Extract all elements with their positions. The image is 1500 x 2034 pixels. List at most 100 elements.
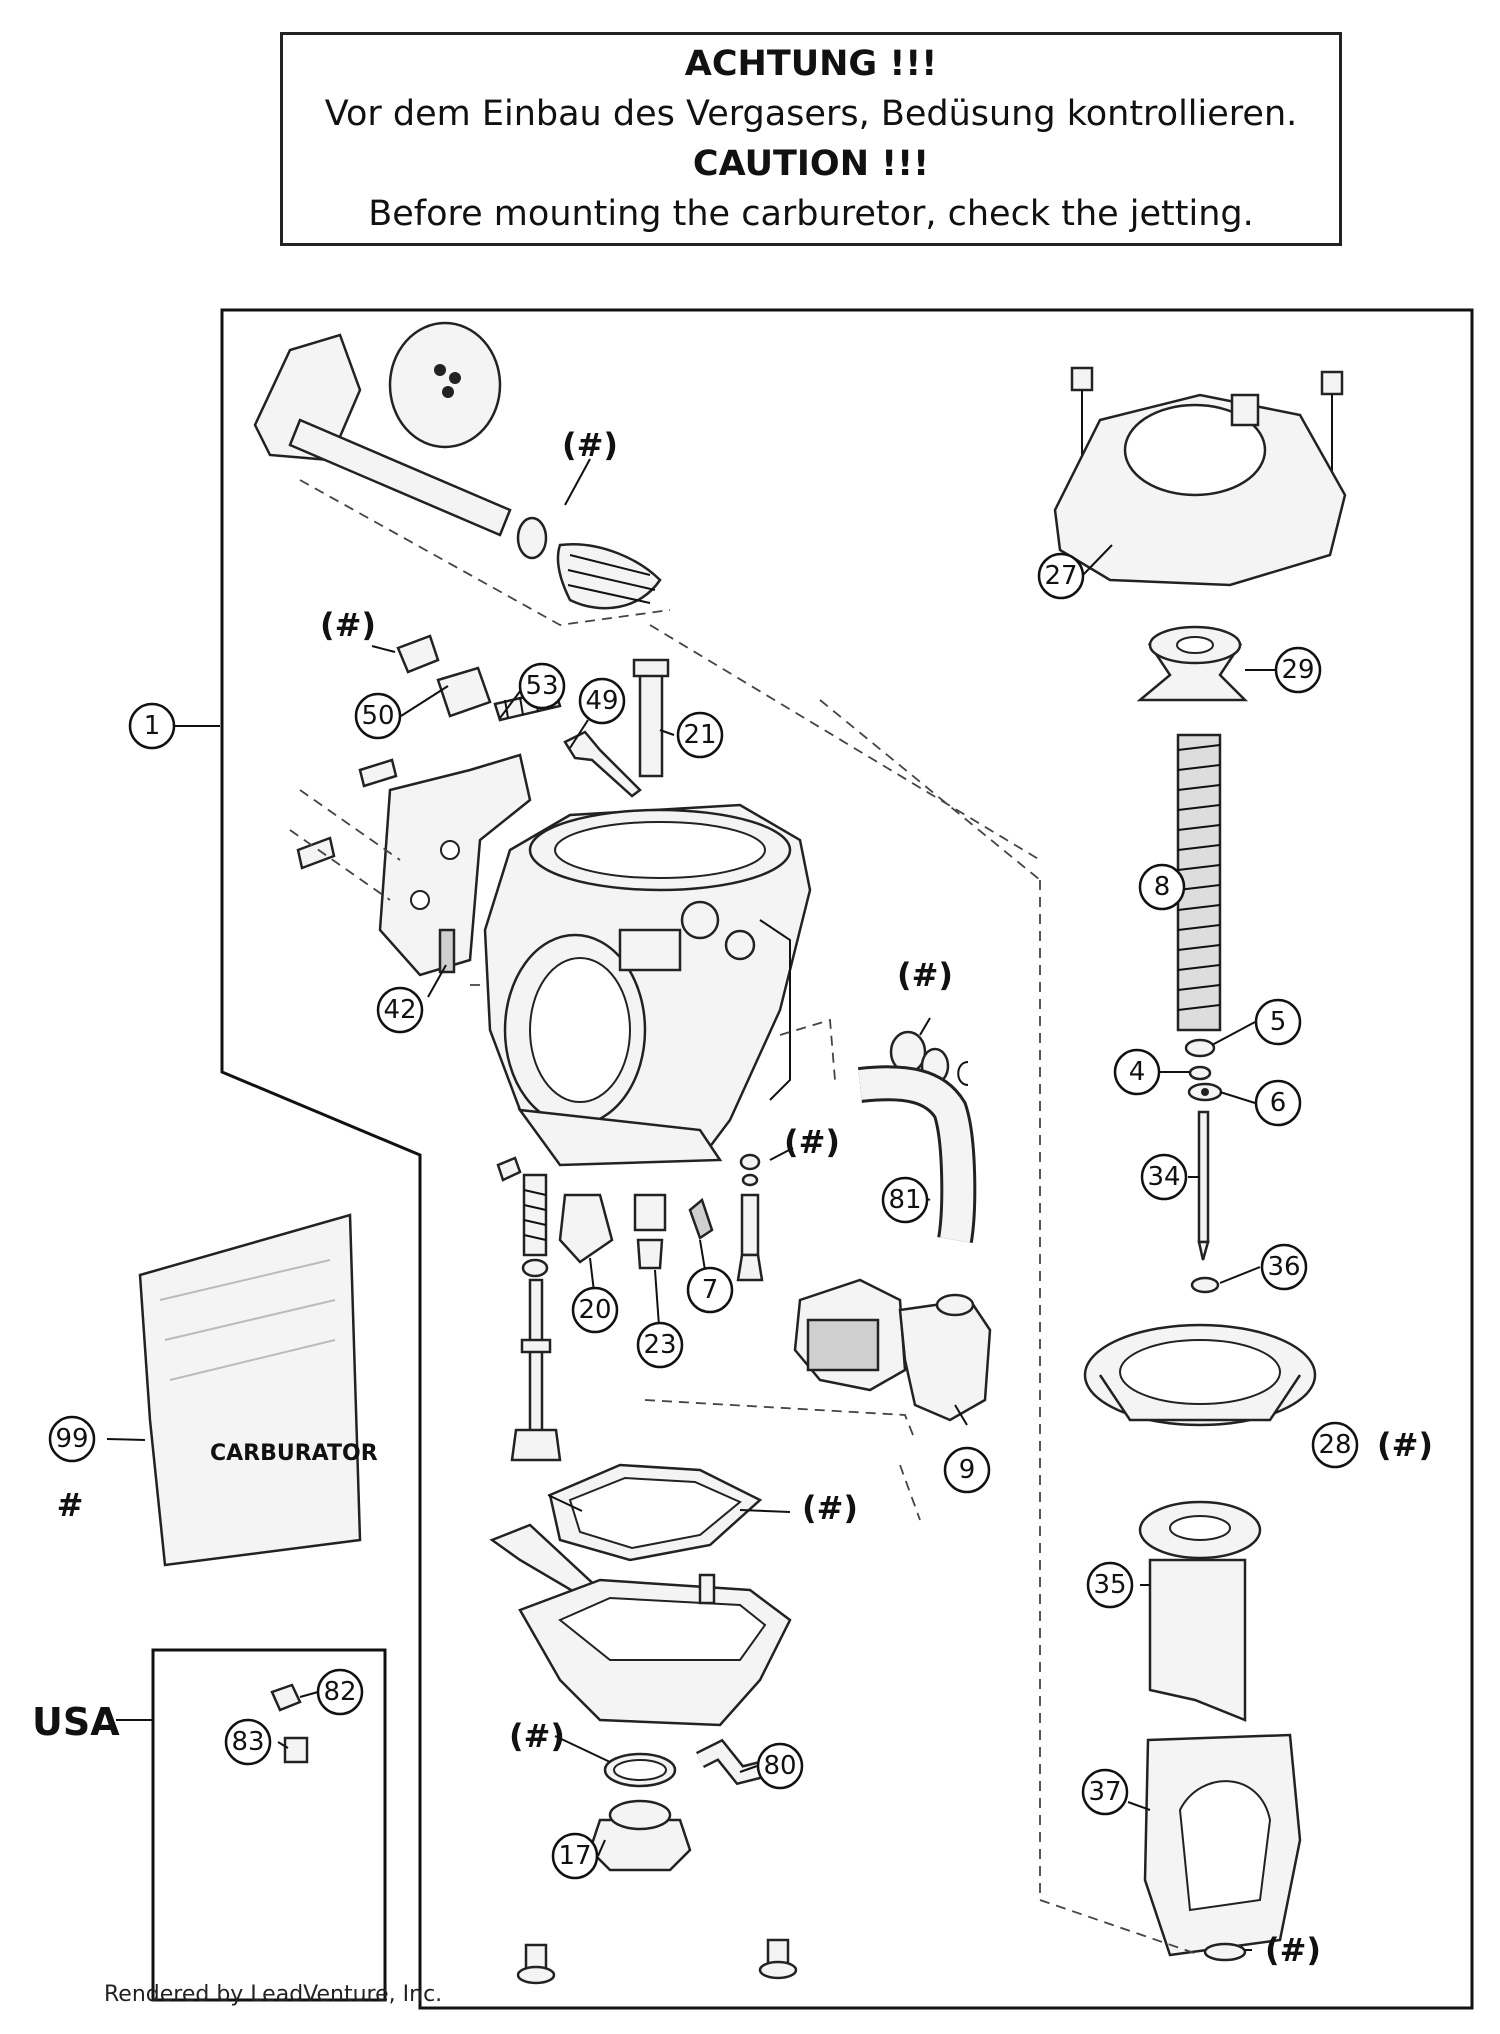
callout-circle [636, 1321, 684, 1369]
callout-circle [376, 986, 424, 1034]
callout-5: 5 [1254, 998, 1302, 1046]
callout-circle [1140, 1153, 1188, 1201]
callout-circle [48, 1415, 96, 1463]
callout-circle [316, 1668, 364, 1716]
callout-21: 21 [676, 711, 724, 759]
callout-50: 50 [354, 692, 402, 740]
callout-number: 17 [558, 1841, 591, 1871]
caution-en-text: Before mounting the carburetor, check th… [368, 194, 1254, 234]
bag-print-text: CARBURATOR [210, 1441, 378, 1466]
leader-lines [106, 458, 1275, 1951]
callout-number: 7 [702, 1275, 719, 1305]
callout-circle [676, 711, 724, 759]
throttle-shaft-assembly [253, 321, 662, 610]
callout-number: 83 [231, 1727, 264, 1757]
callout-35: 35 [1086, 1561, 1134, 1609]
hash-label: (#) [897, 956, 953, 994]
callout-circle [1113, 1048, 1161, 1096]
callout-37: 37 [1081, 1768, 1129, 1816]
gasket-bag-99: CARBURATOR [138, 1213, 378, 1567]
callout-number: 42 [383, 995, 416, 1025]
callout-circle [1081, 1768, 1129, 1816]
callout-number: 5 [1270, 1007, 1287, 1037]
callout-17: 17 [551, 1832, 599, 1880]
usa-label: USA [32, 1700, 120, 1744]
hash-label: (#) [802, 1489, 858, 1527]
callout-36: 36 [1260, 1243, 1308, 1291]
callout-circle [1254, 1079, 1302, 1127]
callout-1: 1 [128, 702, 176, 750]
callout-7: 7 [686, 1266, 734, 1314]
callout-number: 36 [1267, 1252, 1300, 1282]
callout-circle [518, 662, 566, 710]
callout-53: 53 [518, 662, 566, 710]
callout-circle [1274, 646, 1322, 694]
callout-number: 82 [323, 1677, 356, 1707]
vacuum-slide-35 [1138, 1500, 1262, 1722]
callout-circle [551, 1832, 599, 1880]
callout-number: 80 [763, 1751, 796, 1781]
callout-circle [1311, 1421, 1359, 1469]
assembly-frame [220, 308, 1474, 2010]
carburetor-body [483, 803, 812, 1167]
callout-number: 6 [1270, 1088, 1287, 1118]
callout-circle [881, 1176, 929, 1224]
callout-number: 99 [55, 1424, 88, 1454]
caution-en-title: CAUTION !!! [692, 144, 930, 184]
hash-label: (#) [509, 1717, 565, 1755]
usa-box [151, 1648, 387, 2002]
callout-number: 9 [959, 1455, 976, 1485]
idle-screw-parts [396, 634, 670, 798]
callout-circle [128, 702, 176, 750]
float-bowl [518, 1573, 792, 1727]
hash-label: (#) [1377, 1426, 1433, 1464]
callout-34: 34 [1140, 1153, 1188, 1201]
callout-circle [578, 677, 626, 725]
callout-number: 27 [1044, 561, 1077, 591]
slide-housing-37 [1143, 1733, 1302, 1957]
callout-23: 23 [636, 1321, 684, 1369]
callout-circle [354, 692, 402, 740]
callout-4: 4 [1113, 1048, 1161, 1096]
hash-label: (#) [562, 426, 618, 464]
spring-8 [1176, 733, 1222, 1032]
callout-number: 50 [361, 701, 394, 731]
hash-label: (#) [784, 1123, 840, 1161]
choke-valve-9 [793, 1278, 992, 1422]
callout-circle [1138, 863, 1186, 911]
callout-circle [1086, 1561, 1134, 1609]
caution-de-text: Vor dem Einbau des Vergasers, Bedüsung k… [324, 94, 1298, 134]
callout-number: 1 [144, 711, 161, 741]
callout-number: 23 [643, 1330, 676, 1360]
top-cover-27 [1053, 366, 1347, 587]
callout-99: 99 [48, 1415, 96, 1463]
callout-circle [224, 1718, 272, 1766]
callout-circle [571, 1286, 619, 1334]
callout-81: 81 [881, 1176, 929, 1224]
callout-8: 8 [1138, 863, 1186, 911]
hash-label: (#) [1265, 1931, 1321, 1969]
throttle-bracket [378, 753, 532, 977]
spring-seat-29 [1136, 625, 1249, 702]
diaphragm-28 [1083, 1323, 1317, 1427]
callout-number: 21 [683, 720, 716, 750]
caution-box: ACHTUNG !!! Vor dem Einbau des Vergasers… [280, 32, 1342, 246]
callout-number: 8 [1154, 872, 1171, 902]
hash-symbol: # [57, 1486, 84, 1524]
callout-number: 35 [1093, 1570, 1126, 1600]
caution-de-title: ACHTUNG !!! [684, 44, 938, 84]
callout-number: 37 [1088, 1777, 1121, 1807]
callout-28: 28 [1311, 1421, 1359, 1469]
callout-number: 53 [525, 671, 558, 701]
callout-number: 34 [1147, 1162, 1180, 1192]
callout-number: 4 [1129, 1057, 1146, 1087]
callout-29: 29 [1274, 646, 1322, 694]
callout-circle [686, 1266, 734, 1314]
callout-80: 80 [756, 1742, 804, 1790]
callout-9: 9 [943, 1446, 991, 1494]
callout-circle [756, 1742, 804, 1790]
callout-number: 29 [1281, 655, 1314, 685]
hash-label: (#) [320, 606, 376, 644]
